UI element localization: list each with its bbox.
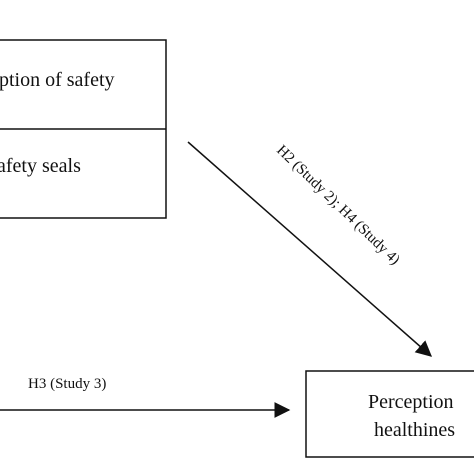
- arrow-diagonal-label: H2 (Study 2); H4 (Study 4): [273, 142, 403, 268]
- box-top-line2: afety seals: [0, 155, 81, 177]
- box-top-line1: ption of safety: [0, 69, 115, 91]
- box-perception-of-healthiness: Perception healthines: [305, 370, 474, 458]
- box-bottom-line1: Perception: [368, 391, 454, 413]
- arrow-diagonal: [187, 141, 433, 357]
- box-bottom-frame: [305, 370, 474, 458]
- box-bottom-line2: healthines: [374, 419, 455, 441]
- arrow-horizontal-label: H3 (Study 3): [28, 376, 106, 392]
- box-perception-of-safety: ption of safety afety seals: [0, 39, 167, 219]
